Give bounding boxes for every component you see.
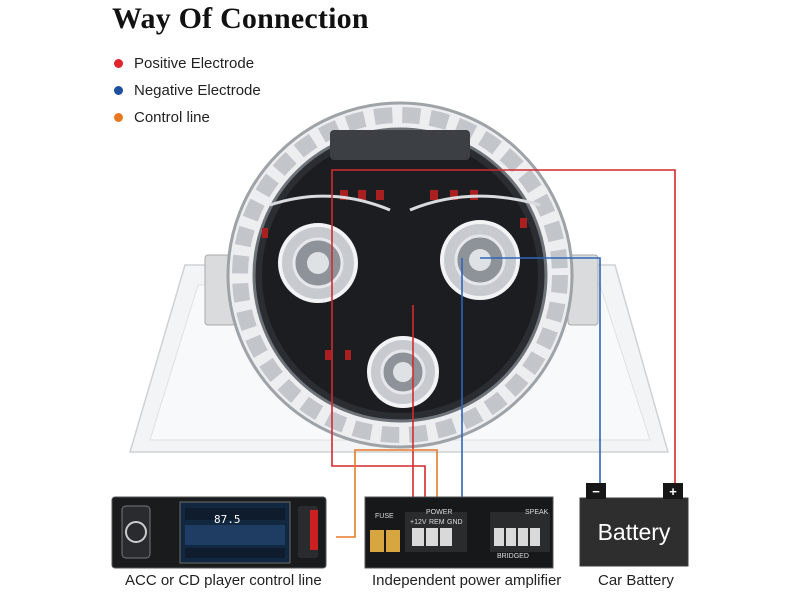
legend-label: Control line: [134, 109, 210, 126]
amp-speaker-label: SPEAK: [525, 509, 549, 516]
capacitor-body: [226, 101, 574, 449]
caption-radio: ACC or CD player control line: [125, 572, 322, 589]
control-wire: [336, 449, 438, 538]
battery-label: Battery: [597, 518, 671, 545]
amp-fuse-label: FUSE: [375, 513, 394, 520]
negative-wire: [461, 257, 601, 513]
legend-label: Negative Electrode: [134, 82, 261, 99]
legend-label: Positive Electrode: [134, 55, 255, 72]
amp-plus12-label: +12V: [410, 519, 427, 526]
amp-power-label: POWER: [426, 509, 453, 516]
amp-gnd-label: GND: [447, 519, 463, 526]
positive-wire: [331, 169, 676, 513]
caption-amplifier: Independent power amplifier: [372, 572, 562, 589]
caption-battery: Car Battery: [598, 572, 674, 589]
page-title: Way Of Connection: [112, 2, 369, 35]
legend: Positive Electrode Negative Electrode Co…: [112, 50, 261, 131]
amplifier: [364, 496, 554, 569]
battery-plus-terminal: +: [669, 484, 677, 499]
radio-frequency-display: 87.5: [214, 513, 241, 526]
car-battery: [579, 483, 689, 567]
car-radio: [111, 496, 327, 569]
control-dot-icon: [114, 113, 123, 122]
legend-item-positive: Positive Electrode: [112, 50, 261, 77]
legend-item-negative: Negative Electrode: [112, 77, 261, 104]
positive-dot-icon: [114, 59, 123, 68]
amp-bridged-label: BRIDGED: [497, 553, 529, 560]
battery-minus-terminal: −: [592, 484, 600, 499]
amp-rem-label: REM: [429, 519, 445, 526]
legend-item-control: Control line: [112, 104, 261, 131]
negative-dot-icon: [114, 86, 123, 95]
